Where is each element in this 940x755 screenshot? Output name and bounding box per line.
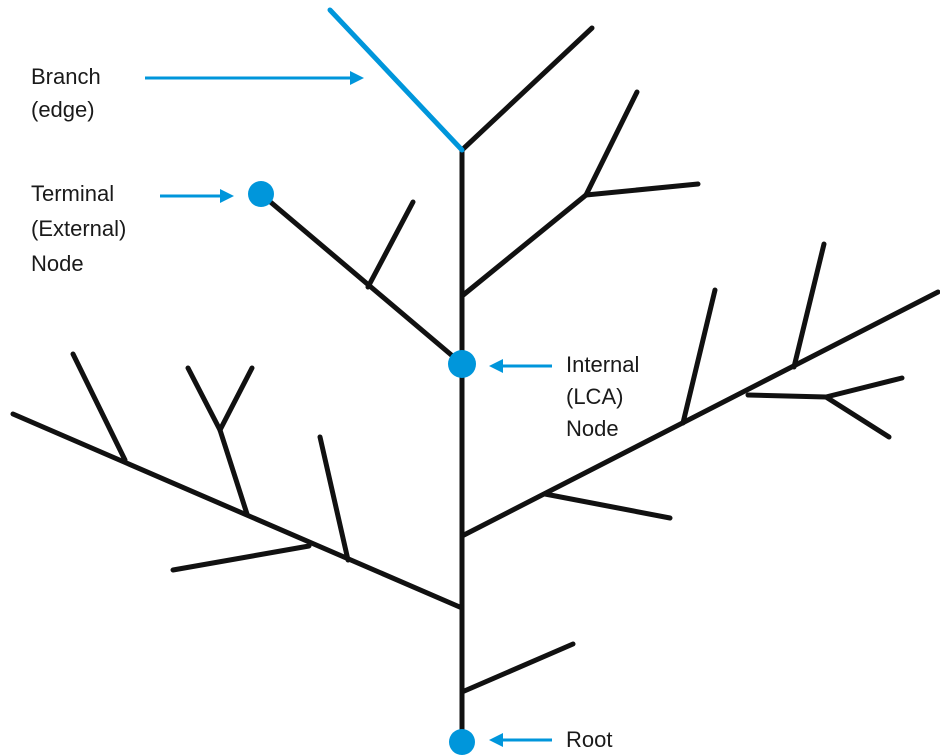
upper-right-subbranch-upper bbox=[586, 92, 637, 195]
terminal-label-line-2: (External) bbox=[31, 216, 126, 241]
left-clade-fork-left bbox=[188, 368, 220, 430]
root-label-text: Root bbox=[566, 727, 612, 752]
left-clade-short-twig bbox=[320, 437, 348, 560]
right-clade-fork-lower bbox=[826, 397, 889, 437]
left-clade-fork-stem bbox=[220, 430, 247, 514]
pointer-arrows bbox=[145, 71, 552, 747]
upper-right-subbranch-lower bbox=[586, 184, 698, 195]
top-right-branch bbox=[462, 28, 592, 150]
root-node bbox=[449, 729, 475, 755]
branch-label-line-1: Branch bbox=[31, 64, 101, 89]
right-clade-fork-stem bbox=[748, 395, 826, 397]
terminal-label-line-1: Terminal bbox=[31, 181, 114, 206]
branch-label-line-2: (edge) bbox=[31, 97, 95, 122]
internal-pointer-arrow bbox=[489, 359, 552, 373]
root-label: Root bbox=[566, 727, 612, 752]
right-clade-lower-twig bbox=[545, 494, 670, 518]
upper-right-stem-branch bbox=[462, 195, 586, 296]
right-clade-fork-upper bbox=[826, 378, 902, 397]
terminal-node bbox=[248, 181, 274, 207]
terminal-pointer-arrow bbox=[160, 189, 234, 203]
terminal-label-line-3: Node bbox=[31, 251, 84, 276]
left-clade-fork-right bbox=[220, 368, 252, 430]
terminal-node-branch bbox=[261, 194, 462, 364]
root-pointer-arrow bbox=[489, 733, 552, 747]
left-clade-lower-twig bbox=[173, 546, 309, 570]
terminal-node-label: Terminal (External) Node bbox=[31, 181, 126, 276]
right-clade-mid-twig bbox=[683, 290, 715, 423]
internal-label-line-1: Internal bbox=[566, 352, 639, 377]
internal-lca-node bbox=[448, 350, 476, 378]
right-clade-upper-twig bbox=[794, 244, 824, 367]
internal-node-label: Internal (LCA) Node bbox=[566, 352, 639, 441]
branch-label: Branch (edge) bbox=[31, 64, 101, 122]
internal-label-line-2: (LCA) bbox=[566, 384, 623, 409]
branch-pointer-arrow bbox=[145, 71, 364, 85]
left-clade-stem-branch bbox=[13, 414, 462, 608]
right-clade-stem-branch bbox=[462, 292, 938, 536]
bottom-twig-branch bbox=[462, 644, 573, 692]
highlighted-branch-edge bbox=[330, 10, 462, 150]
internal-label-line-3: Node bbox=[566, 416, 619, 441]
terminal-side-branch bbox=[368, 202, 413, 287]
tree-branches bbox=[13, 28, 938, 742]
